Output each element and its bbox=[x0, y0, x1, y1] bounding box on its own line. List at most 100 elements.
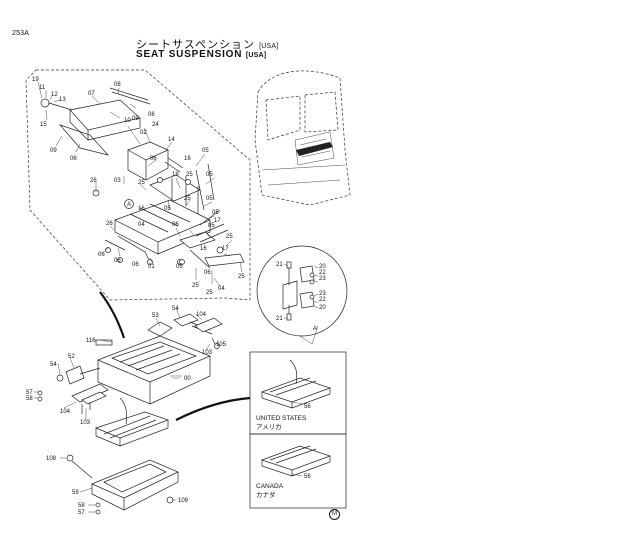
callouts-lower: 54 104 53 116 103 105 52 54 57 58 00 104… bbox=[26, 306, 227, 516]
variant-usa-drawing bbox=[260, 359, 332, 409]
seat-rail bbox=[94, 397, 170, 447]
callout-label: 06 bbox=[150, 156, 157, 162]
callout-label: 06 bbox=[70, 156, 77, 162]
callout-label: 25 bbox=[186, 172, 193, 178]
callout-label: 06 bbox=[98, 252, 105, 258]
callout-label: 59 bbox=[72, 490, 79, 496]
callout-label: 22 bbox=[319, 297, 326, 303]
callout-label: 06 bbox=[114, 258, 121, 264]
callout-label: 03 bbox=[114, 178, 121, 184]
callout-label: 25 bbox=[138, 180, 145, 186]
callout-label: 01 bbox=[148, 264, 155, 270]
callout-label: 07 bbox=[88, 91, 95, 97]
callout-label: A bbox=[127, 202, 131, 208]
callout-label: 17 bbox=[214, 218, 221, 224]
assembly-leader-variants bbox=[175, 396, 251, 421]
callout-label: 105 bbox=[216, 342, 227, 348]
variant-usa-caption-jp: アメリカ bbox=[256, 423, 282, 431]
title-en-region: [USA] bbox=[245, 52, 267, 59]
variant-canada-caption-jp: カナダ bbox=[256, 490, 276, 499]
callout-label: 09 bbox=[50, 148, 57, 154]
callout-label: 25 bbox=[238, 274, 245, 280]
callouts-upper: 19 11 12 13 15 07 08 10 09 06 06 09 02 2… bbox=[32, 77, 245, 296]
callout-label: 22 bbox=[319, 270, 326, 276]
callout-label: 14 bbox=[168, 137, 175, 143]
callout-label: 05 bbox=[176, 264, 183, 270]
callout-label: 21 bbox=[276, 316, 283, 322]
callout-label: 12 bbox=[51, 92, 58, 98]
title-jp-text: シートサスペンション bbox=[136, 39, 256, 51]
callout-label: 05 bbox=[202, 148, 209, 154]
callout-label: 04 bbox=[138, 222, 145, 228]
callout-label: 23 bbox=[319, 276, 326, 282]
callout-label: 25 bbox=[192, 283, 199, 289]
callout-label: 57 bbox=[78, 510, 85, 516]
callouts-detail: 21 20 22 23 23 22 20 21 A bbox=[276, 262, 326, 332]
callout-label: 53 bbox=[152, 313, 159, 319]
callout-label: 103 bbox=[80, 420, 91, 426]
callout-label: 54 bbox=[172, 306, 179, 312]
page-code: 253A bbox=[12, 30, 30, 37]
callout-label: 25 bbox=[226, 234, 233, 240]
callout-label: 06 bbox=[204, 270, 211, 276]
callout-label: 23 bbox=[319, 291, 326, 297]
callout-label: 116 bbox=[86, 338, 96, 344]
callout-label: 06 bbox=[148, 112, 155, 118]
detail-a-marker bbox=[124, 199, 134, 209]
callout-label: 26 bbox=[106, 221, 113, 227]
base-plate bbox=[66, 454, 179, 515]
callout-label: 54 bbox=[50, 362, 57, 368]
callout-label: 18 bbox=[172, 172, 179, 178]
callout-label: 06 bbox=[132, 262, 139, 268]
callout-label: 04 bbox=[218, 286, 225, 292]
callout-label: 05 bbox=[208, 223, 215, 229]
variant-usa-caption: UNITED STATES bbox=[256, 415, 307, 422]
callout-label: 10 bbox=[124, 118, 131, 124]
callout-label: 20 bbox=[319, 264, 326, 270]
callout-label: 16 bbox=[200, 246, 207, 252]
callout-label: 05 bbox=[212, 210, 219, 216]
callout-label: 108 bbox=[46, 456, 57, 462]
detail-letter: A bbox=[313, 326, 317, 332]
callout-label: 16 bbox=[184, 156, 191, 162]
leader-lines bbox=[34, 81, 319, 513]
seat-suspension-frame bbox=[37, 313, 223, 414]
corner-mark: M bbox=[329, 509, 340, 520]
callout-label: 19 bbox=[32, 77, 39, 83]
variant-captions: 56 UNITED STATES アメリカ 56 CANADA カナダ bbox=[256, 404, 311, 499]
callout-label: 103 bbox=[202, 350, 213, 356]
callout-label: 58 bbox=[26, 396, 33, 402]
callout-label: 02 bbox=[140, 130, 147, 136]
callout-label: 17 bbox=[222, 246, 229, 252]
detail-a-circle bbox=[256, 245, 348, 345]
callout-label: 58 bbox=[78, 503, 85, 509]
callout-label: 25 bbox=[206, 290, 213, 296]
callout-label: 11 bbox=[39, 85, 46, 91]
callout-label: 25 bbox=[184, 196, 191, 202]
callout-label: 24 bbox=[152, 122, 159, 128]
upper-suspension-parts bbox=[40, 87, 245, 269]
callout-label: 57 bbox=[26, 390, 33, 396]
bushing-icon bbox=[40, 98, 50, 108]
title-english: SEAT SUSPENSION [USA] bbox=[136, 49, 266, 60]
variant-usa-part: 56 bbox=[304, 404, 311, 410]
callout-label: 09 bbox=[132, 116, 139, 122]
callout-label: 104 bbox=[60, 409, 71, 415]
callout-label: 16 bbox=[138, 206, 145, 212]
callout-label: 00 bbox=[184, 376, 191, 382]
title-jp-region: [USA] bbox=[259, 43, 279, 50]
callout-label: 06 bbox=[172, 222, 179, 228]
callout-label: 05 bbox=[206, 196, 213, 202]
callout-label: 109 bbox=[178, 498, 189, 504]
callout-label: 104 bbox=[196, 312, 207, 318]
callout-label: 05 bbox=[206, 172, 213, 178]
title-japanese: シートサスペンション [USA] bbox=[136, 36, 278, 52]
variant-canada-caption: CANADA bbox=[256, 483, 284, 490]
callout-label: 21 bbox=[276, 262, 283, 268]
callout-label: 52 bbox=[68, 354, 75, 360]
callout-label: 08 bbox=[114, 82, 121, 88]
title-en-text: SEAT SUSPENSION bbox=[136, 49, 243, 60]
callout-label: 05 bbox=[164, 206, 171, 212]
